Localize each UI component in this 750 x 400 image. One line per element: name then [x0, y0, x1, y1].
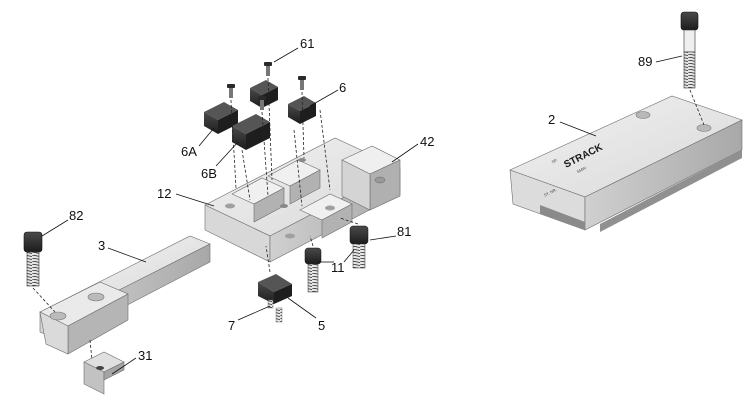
- callout-3: 3: [98, 238, 105, 253]
- leader-89: [655, 55, 683, 63]
- callout-6a: 6A: [181, 144, 197, 159]
- plate-fine-print: SMW: [576, 165, 587, 174]
- leader-31: [111, 357, 137, 375]
- callout-42: 42: [420, 134, 434, 149]
- insert-6b: [232, 114, 270, 150]
- leader-82: [41, 219, 69, 237]
- bolt-89: [680, 11, 705, 126]
- callout-81: 81: [397, 224, 411, 239]
- plate-hole: [696, 124, 712, 132]
- callout-leaders: [41, 47, 683, 375]
- leader-6a: [198, 127, 215, 147]
- callout-6: 6: [339, 80, 346, 95]
- leader-5: [287, 297, 317, 319]
- callout-31: 31: [138, 348, 152, 363]
- leader-12: [175, 193, 215, 207]
- leader-6b: [215, 141, 239, 167]
- callout-61: 61: [300, 36, 314, 51]
- arm-part: [39, 235, 211, 355]
- insert-6: [250, 80, 316, 124]
- callout-2: 2: [548, 112, 555, 127]
- spring-7: [267, 299, 283, 323]
- leader-7: [237, 305, 271, 321]
- jaw-inserts: [204, 80, 316, 150]
- callout-labels: 61 6 42 6A 6B 12 82 3 81 11 7 5 31 89 2: [69, 36, 652, 363]
- leader-42: [391, 143, 419, 163]
- bracket-31: [83, 339, 125, 395]
- insert-6a: [204, 102, 238, 134]
- leader-6: [309, 89, 339, 107]
- leader-3: [107, 247, 147, 263]
- callout-7: 7: [228, 318, 235, 333]
- callout-82: 82: [69, 208, 83, 223]
- bolt-11: [304, 235, 322, 293]
- bolts-11-81: [304, 217, 369, 293]
- callout-89: 89: [638, 54, 652, 69]
- plate-fine-print: SP.: [551, 157, 559, 164]
- callout-5: 5: [318, 318, 325, 333]
- leader-61: [273, 47, 299, 63]
- leader-11b: [343, 249, 355, 263]
- key-5: [258, 245, 292, 304]
- jaw-block-assembly: [204, 137, 401, 263]
- plate-hole: [635, 111, 651, 119]
- bolt-82: [23, 231, 56, 313]
- leader-81: [369, 235, 397, 241]
- screws-61: [227, 62, 331, 207]
- bolt-81: [339, 217, 369, 269]
- plate-part: STRACK SP. SMW ST. NR.: [509, 95, 743, 232]
- callout-12: 12: [157, 186, 171, 201]
- plate-fine-print: ST. NR.: [543, 187, 558, 198]
- callout-6b: 6B: [201, 166, 217, 181]
- leader-2: [559, 121, 597, 137]
- callout-11: 11: [331, 260, 345, 275]
